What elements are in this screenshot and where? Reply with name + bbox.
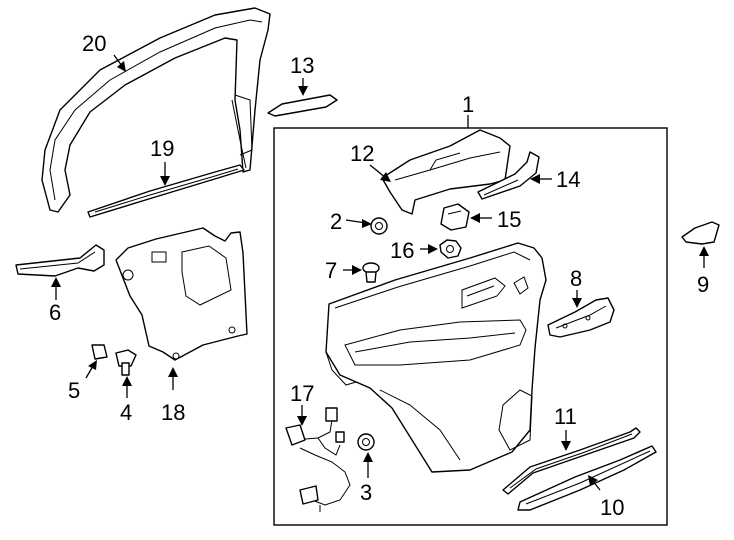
callout-9: 9 <box>697 272 709 297</box>
part-6-bracket <box>15 244 105 277</box>
callout-10: 10 <box>600 495 624 520</box>
part-2-push-pin <box>370 217 388 235</box>
callout-5: 5 <box>68 378 80 403</box>
callout-11: 11 <box>554 404 577 429</box>
callout-12: 12 <box>350 141 374 166</box>
callout-1: 1 <box>462 92 474 117</box>
callout-6: 6 <box>49 300 61 325</box>
part-14-trim-piece <box>477 151 540 200</box>
part-1-door-trim-panel <box>325 242 547 473</box>
callout-4: 4 <box>120 400 132 425</box>
part-11-weatherstrip <box>502 427 641 495</box>
leader-lines <box>51 54 709 491</box>
callout-18: 18 <box>161 400 185 425</box>
part-7-retainer <box>362 262 380 283</box>
callout-3: 3 <box>360 480 372 505</box>
callout-15: 15 <box>497 207 521 232</box>
callout-17: 17 <box>290 381 314 406</box>
part-12-handle-bracket <box>381 129 511 215</box>
part-5-clip <box>91 344 108 360</box>
part-17-wiring-harness <box>285 407 351 512</box>
callout-13: 13 <box>290 53 314 78</box>
part-10-lower-trim-strip <box>517 445 657 511</box>
part-16-nut <box>439 239 462 259</box>
part-4-bolt <box>115 349 137 376</box>
callout-7: 7 <box>325 258 337 283</box>
part-19-belt-weatherstrip <box>87 164 245 218</box>
callout-19: 19 <box>150 136 174 161</box>
callout-16: 16 <box>390 238 414 263</box>
part-9-corner-trim <box>681 221 720 245</box>
callout-14: 14 <box>556 167 580 192</box>
part-3-push-pin <box>357 433 375 451</box>
part-18-water-deflector <box>115 227 248 361</box>
part-15-switch <box>440 203 470 231</box>
part-8-armrest-bracket <box>547 297 615 338</box>
callout-8: 8 <box>570 266 582 291</box>
door-trim-assembly-box <box>273 127 668 526</box>
part-20-window-frame <box>41 7 271 213</box>
callout-20: 20 <box>82 31 106 56</box>
callout-2: 2 <box>330 209 342 234</box>
part-13-trim-strip <box>267 94 338 117</box>
